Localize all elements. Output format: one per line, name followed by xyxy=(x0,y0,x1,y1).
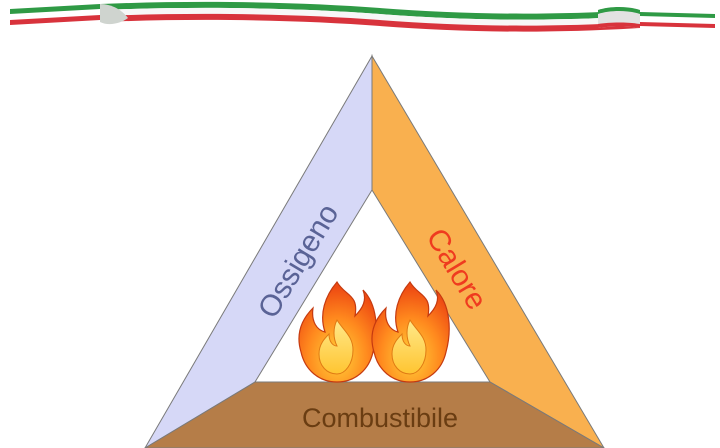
fire-icon xyxy=(298,280,450,383)
ribbon-band-red xyxy=(100,13,640,32)
ribbon-right-curl xyxy=(598,7,640,28)
triangle-side-fuel xyxy=(144,381,605,448)
tricolor-ribbon xyxy=(10,1,715,32)
fuel-label: Combustibile xyxy=(302,403,458,433)
ribbon-band-white xyxy=(100,7,640,26)
ribbon-band-green xyxy=(100,1,640,20)
ribbon-left-curl xyxy=(100,4,128,25)
